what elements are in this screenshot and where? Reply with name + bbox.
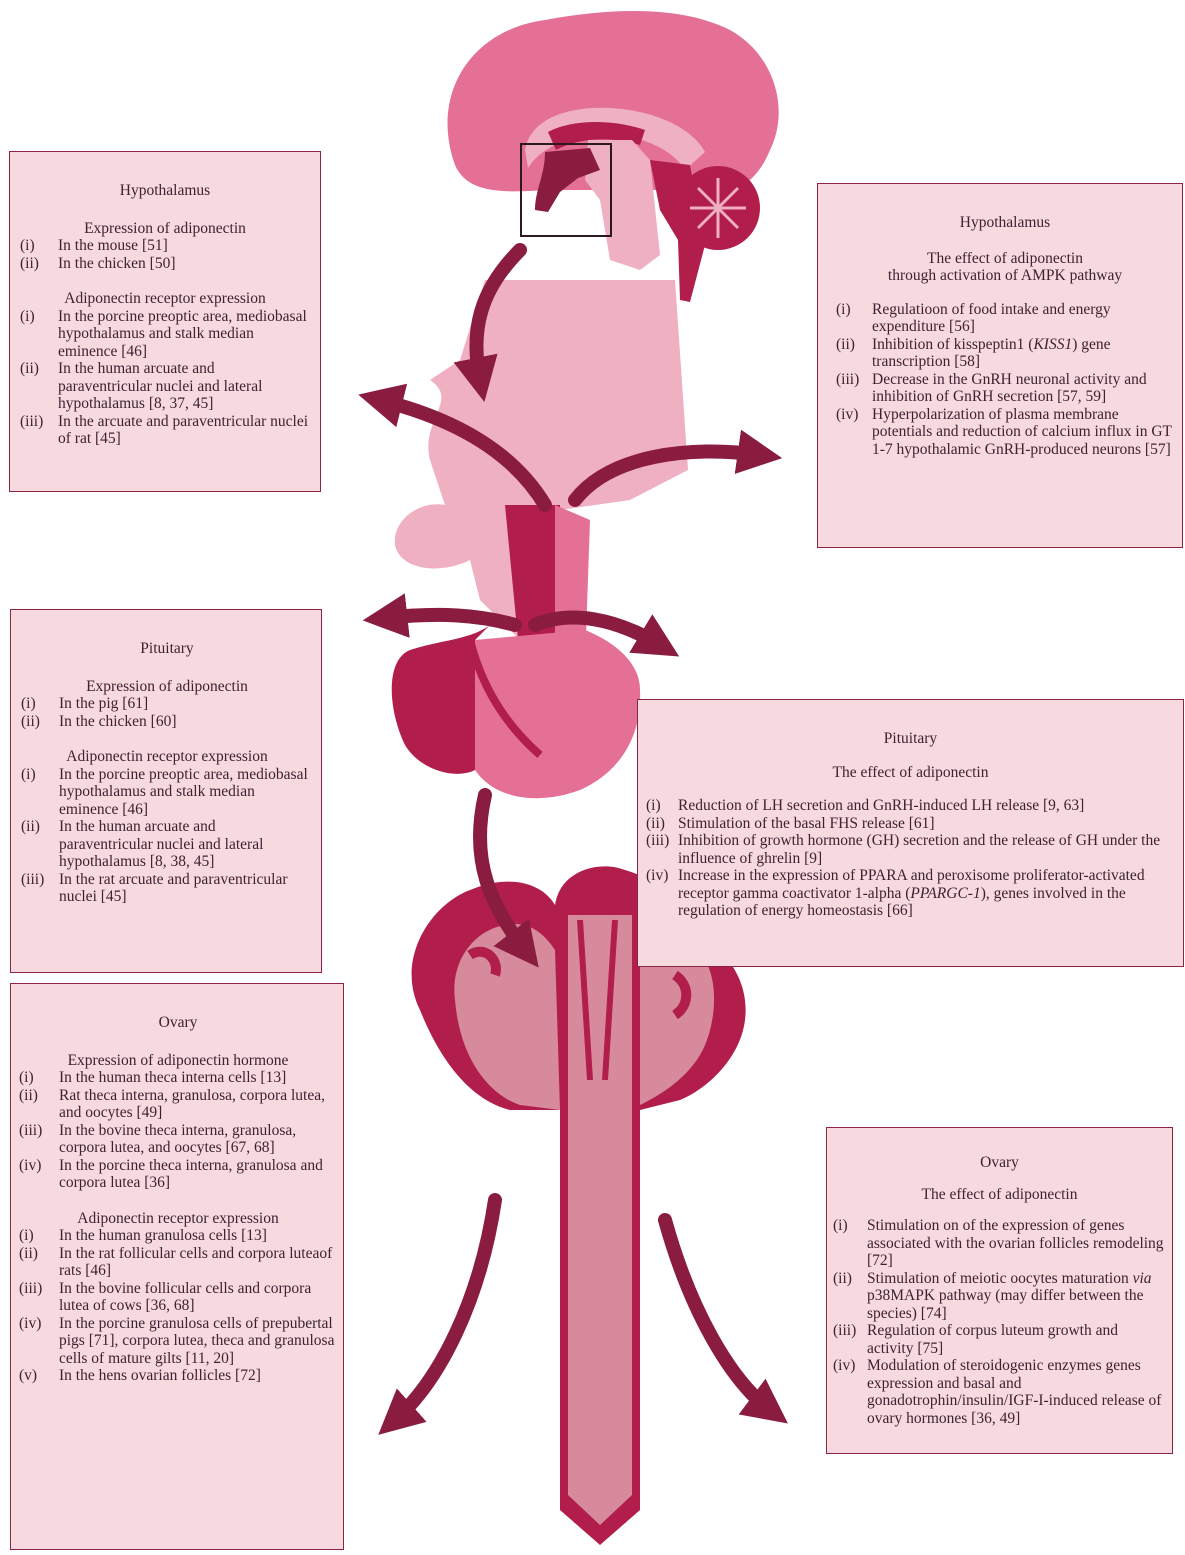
list-item: (i)In the pig [61] bbox=[21, 695, 313, 713]
list-item: (iii)In the rat arcuate and paraventricu… bbox=[21, 871, 313, 906]
brain-illustration bbox=[448, 11, 779, 302]
box-title: Hypothalamus bbox=[20, 182, 310, 200]
list-item: (iii)Regulation of corpus luteum growth … bbox=[833, 1322, 1166, 1357]
section-heading: Expression of adiponectin bbox=[21, 678, 313, 696]
ovary-left-box: Ovary Expression of adiponectin hormone … bbox=[10, 983, 344, 1550]
list-item: (iii)In the bovine follicular cells and … bbox=[19, 1280, 337, 1315]
list-item: (ii)Inhibition of kisspeptin1 (KISS1) ge… bbox=[836, 336, 1174, 371]
list-item: (iv)Increase in the expression of PPARA … bbox=[646, 867, 1175, 920]
list-item: (ii)In the human arcuate and paraventric… bbox=[20, 360, 310, 413]
list-item: (i)In the porcine preoptic area, medioba… bbox=[21, 766, 313, 819]
section-heading: The effect of adiponectin bbox=[836, 250, 1174, 268]
list-item: (iv)Hyperpolarization of plasma membrane… bbox=[836, 406, 1174, 459]
box-title: Pituitary bbox=[21, 640, 313, 658]
list-item: (v)In the hens ovarian follicles [72] bbox=[19, 1367, 337, 1385]
list-item: (i)Reduction of LH secretion and GnRH-in… bbox=[646, 797, 1175, 815]
section-heading: The effect of adiponectin bbox=[646, 764, 1175, 782]
list-item: (iii)In the arcuate and paraventricular … bbox=[20, 413, 310, 448]
section-heading: Expression of adiponectin bbox=[20, 220, 310, 238]
list-item: (i)In the mouse [51] bbox=[20, 237, 310, 255]
pituitary-left-box: Pituitary Expression of adiponectin (i)I… bbox=[10, 609, 322, 973]
arrow-to-right-ovary-box bbox=[665, 1220, 770, 1410]
ovary-illustration bbox=[412, 866, 746, 1545]
section-heading: Adiponectin receptor expression bbox=[19, 1210, 337, 1228]
pituitary-right-box: Pituitary The effect of adiponectin (i)R… bbox=[637, 699, 1184, 967]
box-title: Ovary bbox=[833, 1154, 1166, 1172]
list-item: (ii)Rat theca interna, granulosa, corpor… bbox=[19, 1087, 337, 1122]
list-item: (i)Stimulation on of the expression of g… bbox=[833, 1217, 1166, 1270]
list-item: (iv)Modulation of steroidogenic enzymes … bbox=[833, 1357, 1166, 1427]
list-item: (ii)In the rat follicular cells and corp… bbox=[19, 1245, 337, 1280]
list-item: (ii)In the human arcuate and paraventric… bbox=[21, 818, 313, 871]
box-title: Hypothalamus bbox=[836, 214, 1174, 232]
list-item: (iii)Decrease in the GnRH neuronal activ… bbox=[836, 371, 1174, 406]
list-item: (iv)In the porcine granulosa cells of pr… bbox=[19, 1315, 337, 1368]
list-item: (iii)Inhibition of growth hormone (GH) s… bbox=[646, 832, 1175, 867]
section-heading: Adiponectin receptor expression bbox=[20, 290, 310, 308]
section-heading: through activation of AMPK pathway bbox=[836, 267, 1174, 285]
section-heading: Adiponectin receptor expression bbox=[21, 748, 313, 766]
section-heading: The effect of adiponectin bbox=[833, 1186, 1166, 1204]
list-item: (ii)In the chicken [60] bbox=[21, 713, 313, 731]
box-title: Pituitary bbox=[646, 730, 1175, 748]
list-item: (i)In the human granulosa cells [13] bbox=[19, 1227, 337, 1245]
box-title: Ovary bbox=[19, 1014, 337, 1032]
list-item: (i)In the human theca interna cells [13] bbox=[19, 1069, 337, 1087]
list-item: (ii)Stimulation of the basal FHS release… bbox=[646, 815, 1175, 833]
hypothalamus-right-box: Hypothalamus The effect of adiponectin t… bbox=[817, 183, 1183, 548]
ovary-right-box: Ovary The effect of adiponectin (i)Stimu… bbox=[826, 1127, 1173, 1454]
arrow-to-left-ovary-box bbox=[395, 1200, 495, 1420]
list-item: (i)In the porcine preoptic area, medioba… bbox=[20, 308, 310, 361]
list-item: (i)Regulatioon of food intake and energy… bbox=[836, 301, 1174, 336]
list-item: (ii)Stimulation of meiotic oocytes matur… bbox=[833, 1270, 1166, 1323]
list-item: (iv)In the porcine theca interna, granul… bbox=[19, 1157, 337, 1192]
hypothalamus-left-box: Hypothalamus Expression of adiponectin (… bbox=[9, 151, 321, 492]
section-heading: Expression of adiponectin hormone bbox=[19, 1052, 337, 1070]
list-item: (ii)In the chicken [50] bbox=[20, 255, 310, 273]
arrow-to-left-pituitary-box bbox=[385, 615, 515, 625]
list-item: (iii)In the bovine theca interna, granul… bbox=[19, 1122, 337, 1157]
